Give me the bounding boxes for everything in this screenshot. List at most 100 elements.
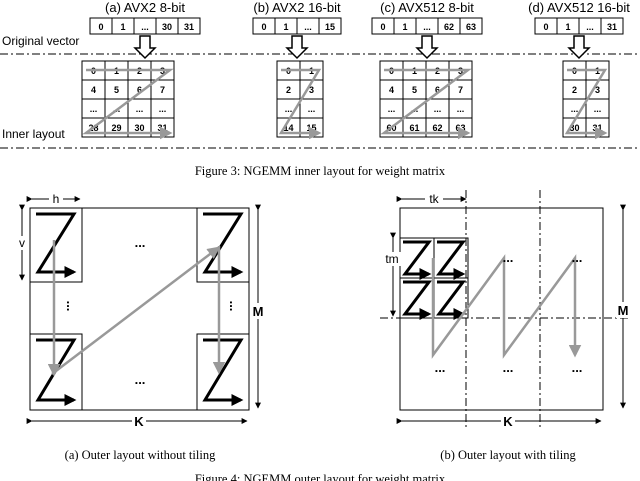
grid-cell: 5 <box>412 85 417 95</box>
ellipsis-t2: ... <box>572 250 583 265</box>
outer-layout-no-tiling: ... ... ... ... h v M K (a) Outer layout… <box>16 191 265 462</box>
ellipsis-t1: ... <box>503 250 514 265</box>
ellipsis-b1: ... <box>435 360 446 375</box>
ellipsis-b3: ... <box>572 360 583 375</box>
v-label: v <box>19 236 25 250</box>
grid-cell: 63 <box>455 123 465 133</box>
grid-cell: ... <box>388 104 396 114</box>
panel-title: (a) AVX2 8-bit <box>105 0 185 15</box>
grid-cell: 61 <box>409 123 419 133</box>
tiled-traversal-arrows <box>431 254 582 359</box>
M-label-right: M <box>618 303 629 318</box>
ellipsis-left: ... <box>64 301 79 312</box>
grid-cell: 62 <box>432 123 442 133</box>
down-arrow-icon <box>567 35 591 60</box>
grid-cell: ... <box>594 104 602 114</box>
vector-cell: 1 <box>120 22 125 32</box>
vector-cell: 1 <box>283 22 288 32</box>
grid-cell: ... <box>308 104 316 114</box>
z-order-arrow <box>564 68 608 140</box>
panel-title: (b) AVX2 16-bit <box>253 0 341 15</box>
z-order-arrow <box>278 68 322 140</box>
outer-layout-with-tiling: ... ... ... ... ... tk tm M K (b) Outer … <box>380 190 630 462</box>
grid-cell: 29 <box>111 123 121 133</box>
K-label-left: K <box>134 414 144 429</box>
block-bottom-right <box>196 333 250 411</box>
grid-cell: 6 <box>137 85 142 95</box>
panel-title: (d) AVX512 16-bit <box>528 0 630 15</box>
ellipsis-right: ... <box>227 301 242 312</box>
vector-cell: 1 <box>565 22 570 32</box>
grid-cell: 7 <box>160 85 165 95</box>
grid-cell: 6 <box>435 85 440 95</box>
fig4-caption: Figure 4: NGEMM outer layout for weight … <box>195 472 446 481</box>
grid-cell: ... <box>90 104 98 114</box>
grid-cell: ... <box>434 104 442 114</box>
grid-cell: ... <box>159 104 167 114</box>
grid-cell: 2 <box>572 85 577 95</box>
tk-label: tk <box>429 192 439 206</box>
block-top-right <box>196 207 250 283</box>
vector-cell: ... <box>586 22 594 32</box>
fig3-caption: Figure 3: NGEMM inner layout for weight … <box>195 164 446 178</box>
grid-cell: 31 <box>592 123 602 133</box>
h-label: h <box>53 192 60 206</box>
down-arrow-icon <box>285 35 309 60</box>
vector-cell: 31 <box>607 22 617 32</box>
vector-cell: 31 <box>184 22 194 32</box>
grid-cell: ... <box>457 104 465 114</box>
z-pattern-strokes-tiled <box>402 240 466 320</box>
vector-cell: 15 <box>325 22 335 32</box>
vector-cell: ... <box>304 22 312 32</box>
vector-cell: 1 <box>402 22 407 32</box>
panel-title: (c) AVX512 8-bit <box>380 0 474 15</box>
vector-cell: 0 <box>543 22 548 32</box>
tm-label: tm <box>385 252 398 266</box>
grid-cell: 5 <box>114 85 119 95</box>
vector-cell: 63 <box>466 22 476 32</box>
grid-cell: 14 <box>283 123 293 133</box>
grid-cell: ... <box>136 104 144 114</box>
grid-cell: ... <box>571 104 579 114</box>
block-bottom-left <box>29 333 83 411</box>
grid-cell: 30 <box>569 123 579 133</box>
grid-cell: 31 <box>157 123 167 133</box>
grid-cell: 4 <box>91 85 96 95</box>
ellipsis-b2: ... <box>503 360 514 375</box>
ellipsis-top: ... <box>135 235 146 250</box>
grid-cell: 4 <box>389 85 394 95</box>
M-label-left: M <box>253 304 264 319</box>
down-arrow-icon <box>133 35 157 60</box>
grid-cell: 3 <box>595 85 600 95</box>
ellipsis-bottom: ... <box>135 372 146 387</box>
K-label-right: K <box>503 414 513 429</box>
grid-cell: 2 <box>286 85 291 95</box>
block-top-left <box>29 207 83 283</box>
row-label-original: Original vector <box>2 34 79 48</box>
grid-cell: ... <box>285 104 293 114</box>
z-order-arrow <box>82 68 174 140</box>
vector-cell: ... <box>141 22 149 32</box>
grid-cell: 30 <box>134 123 144 133</box>
vector-cell: 0 <box>261 22 266 32</box>
down-arrow-icon <box>415 35 439 60</box>
vector-cell: 0 <box>380 22 385 32</box>
grid-cell: 7 <box>458 85 463 95</box>
traversal-arrows <box>47 240 226 377</box>
subcaption-b: (b) Outer layout with tiling <box>440 448 576 462</box>
matrix-outline <box>29 207 250 411</box>
vector-cell: 0 <box>98 22 103 32</box>
vector-cell: ... <box>423 22 431 32</box>
subcaption-a: (a) Outer layout without tiling <box>65 448 216 462</box>
vector-cell: 30 <box>162 22 172 32</box>
grid-cell: 3 <box>309 85 314 95</box>
vector-cell: 62 <box>444 22 454 32</box>
row-label-inner: Inner layout <box>2 127 65 141</box>
grid-cell: 15 <box>306 123 316 133</box>
